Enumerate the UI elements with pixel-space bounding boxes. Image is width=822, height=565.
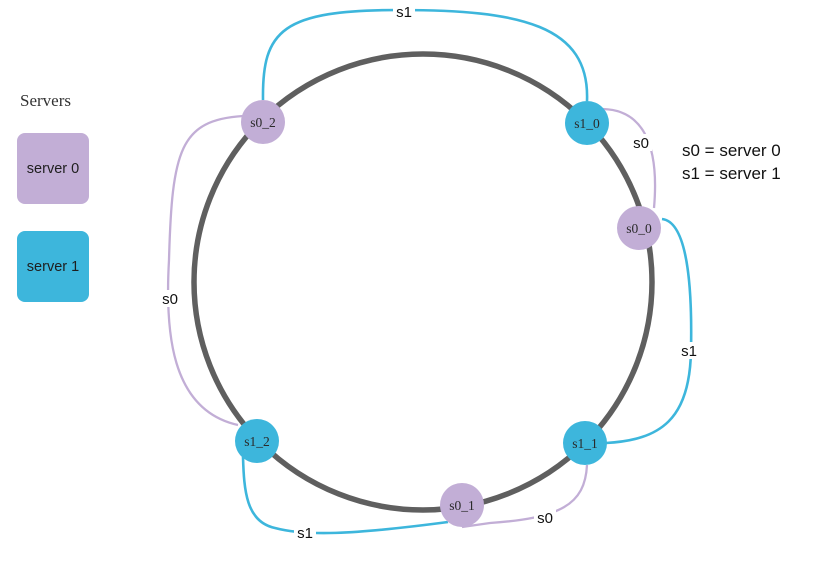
node-s1_0: s1_0 — [565, 101, 609, 145]
node-label: s1_2 — [244, 434, 270, 449]
node-label: s0_1 — [449, 498, 475, 513]
legend-server-0: server 0 — [17, 133, 89, 204]
arc-s1_0-to-s0_0 — [602, 107, 657, 209]
node-label: s0_2 — [250, 115, 276, 130]
arc-label: s1 — [396, 4, 412, 21]
node-label: s0_0 — [626, 221, 652, 236]
node-s0_2: s0_2 — [241, 100, 285, 144]
arc-label: s0 — [633, 135, 649, 152]
legend-label: server 0 — [26, 160, 80, 177]
node-s1_1: s1_1 — [563, 421, 607, 465]
legend-label: server 1 — [26, 258, 80, 275]
node-s0_0: s0_0 — [617, 206, 661, 250]
arc-label: s1 — [297, 525, 313, 542]
node-s1_2: s1_2 — [235, 419, 279, 463]
key-s1: s1 = server 1 — [682, 164, 781, 183]
legend-server-1: server 1 — [17, 231, 89, 302]
arc-label: s1 — [681, 343, 697, 360]
hash-ring — [191, 51, 655, 513]
node-label: s1_0 — [574, 116, 600, 131]
node-s0_1: s0_1 — [440, 483, 484, 527]
arc-label: s0 — [162, 291, 178, 308]
arc-s1_1-to-s0_1 — [461, 464, 589, 529]
key-s0: s0 = server 0 — [682, 141, 781, 160]
legend-title: Servers — [20, 91, 71, 110]
node-label: s1_1 — [572, 436, 598, 451]
arc-s0_1-to-s1_2 — [241, 456, 449, 535]
arc-s1_2-to-s0_2 — [166, 114, 244, 427]
arc-label: s0 — [537, 510, 553, 527]
